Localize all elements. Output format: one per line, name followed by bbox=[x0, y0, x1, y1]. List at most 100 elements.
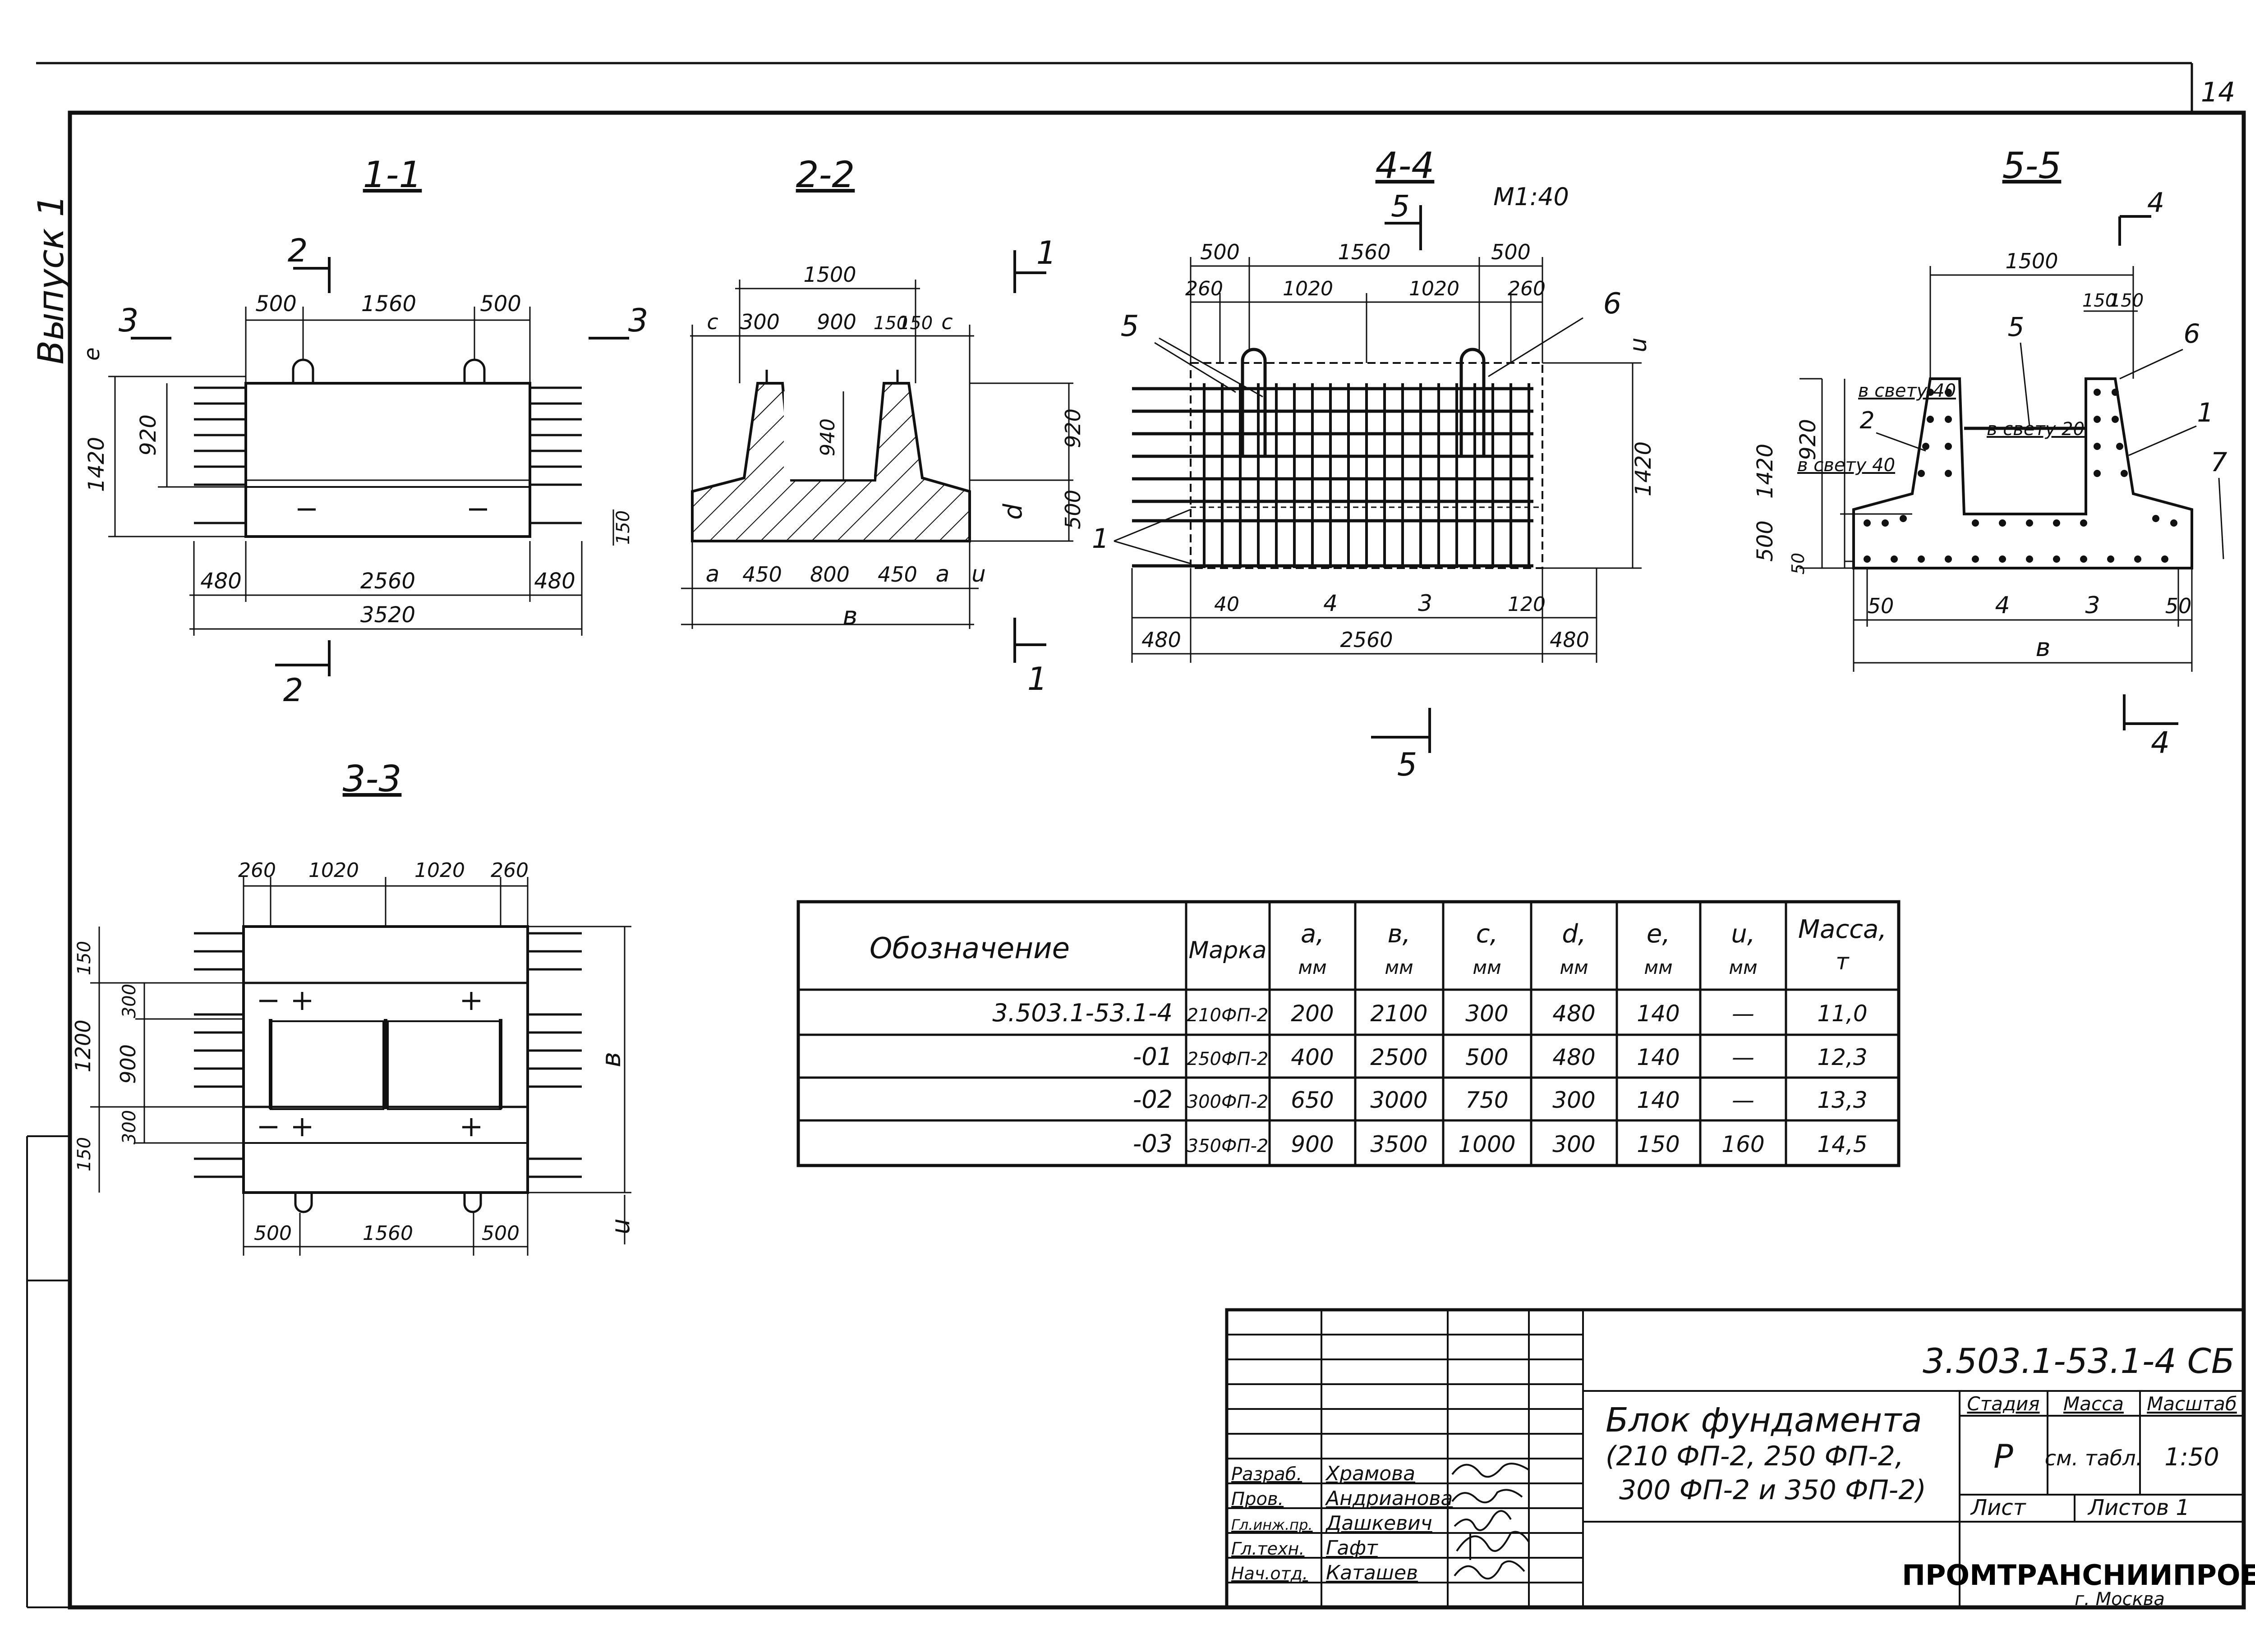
scale-note: М1:40 bbox=[1493, 183, 1569, 211]
v33-dim-150-top: 150 bbox=[74, 941, 95, 975]
table-cell-c: 750 bbox=[1465, 1087, 1508, 1113]
v44-dim-1420: 1420 bbox=[1631, 441, 1656, 496]
table-header-a: a, bbox=[1301, 919, 1324, 949]
table-cell-designation: -03 bbox=[1133, 1129, 1173, 1158]
v44-dim-480-right: 480 bbox=[1550, 628, 1589, 652]
table-header-d: d, bbox=[1562, 919, 1586, 949]
v55-dim-50-right: 50 bbox=[2165, 594, 2192, 618]
scale-value: 1:50 bbox=[2164, 1443, 2219, 1471]
v11-mark3-left: 3 bbox=[119, 302, 139, 339]
table-cell-d: 300 bbox=[1552, 1087, 1595, 1113]
v11-dim-top-2: 500 bbox=[480, 291, 521, 317]
table-cell-b: 3000 bbox=[1370, 1087, 1427, 1113]
v22-dim-a-right: a bbox=[936, 561, 950, 587]
role-checker: Пров. bbox=[1231, 1489, 1284, 1510]
table-row: -03 350ФП-2 900 3500 1000 300 150 160 14… bbox=[1133, 1129, 1868, 1158]
v55-dim-50-left: 50 bbox=[1868, 594, 1894, 618]
view-3-3: 3-3 bbox=[71, 758, 635, 1256]
role-chief-engineer: Гл.инж.пр. bbox=[1231, 1516, 1313, 1533]
v44-callout-6: 6 bbox=[1603, 287, 1622, 321]
table-cell-d: 480 bbox=[1552, 1044, 1595, 1070]
doc-name-line-2: (210 ФП-2, 250 ФП-2, bbox=[1606, 1441, 1904, 1472]
v55-mark-4: 4 bbox=[1995, 592, 2010, 619]
view-2-2: 2-2 1500 c 300 900 150 150 c 940 920 500… bbox=[681, 154, 1085, 698]
v33-plus-marks bbox=[259, 992, 480, 1136]
v11-cut-mark-top: 2 bbox=[288, 232, 308, 269]
v55-dim-150b: 150 bbox=[2109, 290, 2144, 311]
v22-dim-940: 940 bbox=[816, 418, 839, 456]
table-cell-mass: 12,3 bbox=[1817, 1044, 1867, 1070]
table-cell-c: 500 bbox=[1465, 1044, 1508, 1070]
v55-dim-top: 1500 bbox=[2005, 249, 2058, 273]
v44-cut5: 5 bbox=[1397, 746, 1417, 783]
v44-vertical-stirrups bbox=[1203, 383, 1530, 568]
table-header-b: в, bbox=[1388, 919, 1411, 949]
table-cell-mass: 11,0 bbox=[1817, 1000, 1867, 1027]
view-4-4: 4-4 М1:40 5 bbox=[1092, 145, 1656, 783]
v55-callout-5: 5 bbox=[2008, 312, 2025, 342]
table-row: -02 300ФП-2 650 3000 750 300 140 — 13,3 bbox=[1133, 1085, 1868, 1114]
v44-callout-5: 5 bbox=[1121, 310, 1139, 343]
sheets-label: Листов 1 bbox=[2087, 1495, 2190, 1520]
v55-mark-3: 3 bbox=[2085, 592, 2100, 619]
table-cell-c: 1000 bbox=[1458, 1131, 1515, 1157]
page-number: 14 bbox=[2201, 77, 2235, 108]
table-header-d-unit: мм bbox=[1560, 956, 1588, 978]
v44-dim-1020-left: 1020 bbox=[1283, 277, 1333, 300]
org-name: ПРОМТРАНСНИИПРОЕКТ bbox=[1902, 1559, 2255, 1592]
table-cell-mark: 300ФП-2 bbox=[1187, 1092, 1269, 1112]
v44-mark5: 5 bbox=[1391, 189, 1410, 224]
role-dept-head: Нач.отд. bbox=[1231, 1564, 1308, 1583]
table-header-u: u, bbox=[1731, 919, 1755, 949]
v11-dim-e: e bbox=[79, 347, 105, 361]
table-cell-b: 3500 bbox=[1370, 1131, 1427, 1157]
v22-dim-150b: 150 bbox=[898, 313, 933, 334]
v22-cut1-top: 1 bbox=[1036, 234, 1057, 271]
name-dept-head: Каташев bbox=[1326, 1561, 1418, 1584]
view-1-1-title: 1-1 bbox=[363, 154, 422, 196]
table-header-a-unit: мм bbox=[1298, 956, 1326, 978]
v11-mark3-right: 3 bbox=[628, 302, 649, 339]
table-row: -01 250ФП-2 400 2500 500 480 140 — 12,3 bbox=[1133, 1042, 1868, 1071]
table-cell-c: 300 bbox=[1465, 1000, 1508, 1027]
v33-dim-300-top: 300 bbox=[119, 984, 140, 1018]
view-1-1: 1-1 bbox=[79, 154, 648, 709]
v22-dim-a-left: a bbox=[706, 561, 720, 587]
v33-dim-b: в bbox=[596, 1052, 626, 1067]
table-header-designation: Обозначение bbox=[870, 932, 1070, 965]
v11-dim-total: 3520 bbox=[360, 602, 415, 628]
v44-dim-40: 40 bbox=[1214, 593, 1239, 616]
side-label: Выпуск 1 bbox=[31, 195, 72, 365]
table-header-mark: Марка bbox=[1188, 937, 1266, 964]
v11-dim-left-1: 920 bbox=[136, 414, 161, 456]
table-row: 3.503.1-53.1-4 210ФП-2 200 2100 300 480 … bbox=[992, 999, 1867, 1027]
v11-dim-bottom-1: 2560 bbox=[360, 569, 415, 594]
view-4-4-title: 4-4 bbox=[1376, 145, 1435, 187]
v11-cut-mark-bottom: 2 bbox=[283, 672, 304, 709]
v44-dim-260-right: 260 bbox=[1508, 277, 1546, 300]
name-developer: Храмова bbox=[1325, 1462, 1415, 1485]
table-cell-b: 2100 bbox=[1370, 1000, 1427, 1027]
v44-mark-3: 3 bbox=[1418, 590, 1432, 616]
v11-dim-top-1: 1560 bbox=[361, 291, 416, 317]
v22-dim-top: 1500 bbox=[803, 262, 856, 287]
table-cell-u: — bbox=[1732, 1087, 1754, 1113]
v55-note-2: в свету 20 bbox=[1987, 419, 2085, 440]
v33-dim-1020-right: 1020 bbox=[414, 859, 465, 882]
v55-callout-2: 2 bbox=[1859, 407, 1874, 434]
sheet-label: Лист bbox=[1970, 1495, 2027, 1520]
sheet-frame bbox=[26, 62, 2246, 1610]
v33-dim-500-left: 500 bbox=[254, 1222, 292, 1245]
org-city: г. Москва bbox=[2075, 1589, 2165, 1610]
v44-horizontal-bars bbox=[1132, 387, 1533, 568]
v55-callout-7: 7 bbox=[2211, 447, 2227, 477]
v55-dim-150a: 150 bbox=[2082, 290, 2117, 311]
table-cell-mark: 210ФП-2 bbox=[1187, 1005, 1269, 1026]
table-cell-e: 140 bbox=[1637, 1044, 1680, 1070]
v33-dim-300-bottom: 300 bbox=[119, 1110, 140, 1144]
v22-cut1-bottom: 1 bbox=[1027, 661, 1048, 698]
table-header-mass: Масса, bbox=[1798, 915, 1887, 944]
table-cell-designation: -01 bbox=[1133, 1042, 1173, 1071]
v11-dim-bottom-0: 480 bbox=[200, 569, 242, 594]
